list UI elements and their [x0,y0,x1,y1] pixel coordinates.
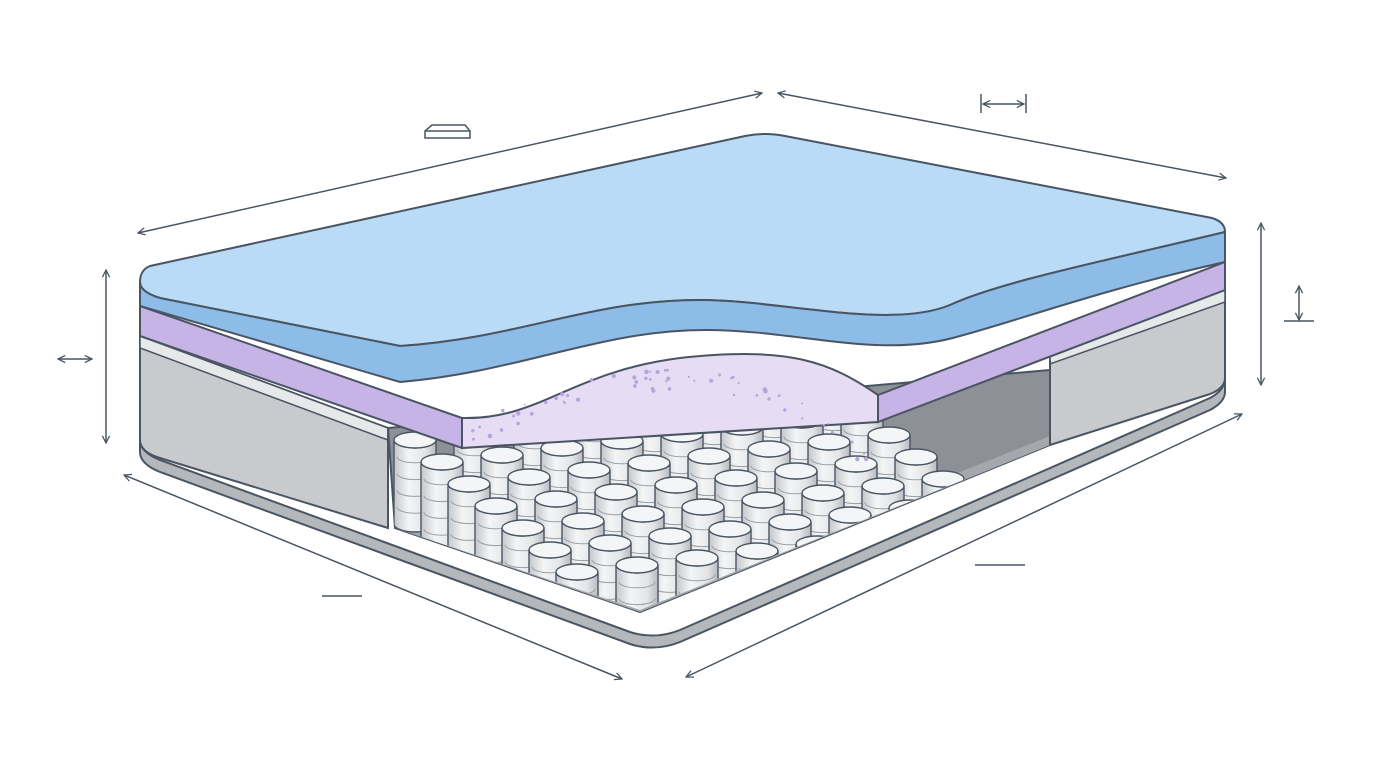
foam-speckle [855,457,860,462]
base-right-side [1049,288,1226,447]
foam-speckle [732,393,736,397]
foam-speckle [649,370,652,373]
foam-speckle [801,402,804,405]
foam-speckle [729,377,733,380]
foam-speckle [529,412,534,416]
foam-speckle [737,381,740,385]
foam-speckle [644,369,649,375]
foam-speckle [487,433,493,439]
foam-speckle [544,400,548,405]
dimension-width-right [778,93,1226,178]
foam-speckle [801,417,804,420]
foam-speckle [827,422,830,425]
comfort-layer-front [139,230,1226,384]
foam-speckle [755,394,759,397]
foam-speckle [718,373,722,377]
foam-speckle [478,425,481,429]
foam-speckle [665,380,668,383]
comfort-layer [138,133,1227,384]
foam-speckle [523,403,526,406]
dimension-width-bottom [686,414,1242,677]
foam-speckle [663,369,667,372]
foam-speckle [502,410,505,413]
width-arrows-icon [980,94,1027,113]
transition-layer-right [877,260,1226,424]
foam-speckle [649,378,652,381]
foam-speckle [783,408,787,412]
foam-speckle [863,452,866,455]
foam-speckle [516,411,521,416]
foam-speckles [471,368,869,462]
foam-speckle [634,380,639,384]
coil [888,499,932,601]
foam-speckle [471,437,475,441]
foam-speckle [693,379,696,382]
foam-speckle [644,376,648,380]
foam-speckle [763,389,768,394]
mattress-icon [424,124,471,139]
foam-speckle [767,397,771,401]
foam-speckle [560,392,565,397]
foam-speckle [512,414,516,418]
foam-speckle [563,402,566,405]
foam-speckle [554,396,558,401]
foam-speckle [687,375,690,378]
foam-speckle [863,456,869,462]
foam-speckle [471,429,475,433]
foam-speckle [576,397,581,402]
coil [615,556,659,610]
foam-speckle [666,368,669,372]
foam-speckle [666,376,671,381]
height-arrows-icon [1284,286,1314,322]
coil [528,541,572,610]
foam-speckle [667,387,672,391]
dimension-length-top [138,93,762,233]
foam-speckle [655,370,660,374]
dimension-marks [106,93,1261,679]
foam-speckle [822,423,825,427]
foam-speckle [777,394,781,398]
foam-speckle [651,388,656,393]
foam-speckle [589,378,594,382]
foam-speckle [611,373,616,379]
foam-speckle [632,375,637,380]
foam-speckle [709,378,714,383]
dimension-length-bottom [124,475,622,679]
base-bottom-rim [139,377,1226,649]
foam-speckle [566,394,570,398]
foam-speckle [633,384,637,388]
foam-speckle [516,421,520,426]
foam-speckle [830,430,834,434]
foam-speckle [850,440,854,444]
foam-speckle [500,429,504,432]
coil [861,477,905,579]
